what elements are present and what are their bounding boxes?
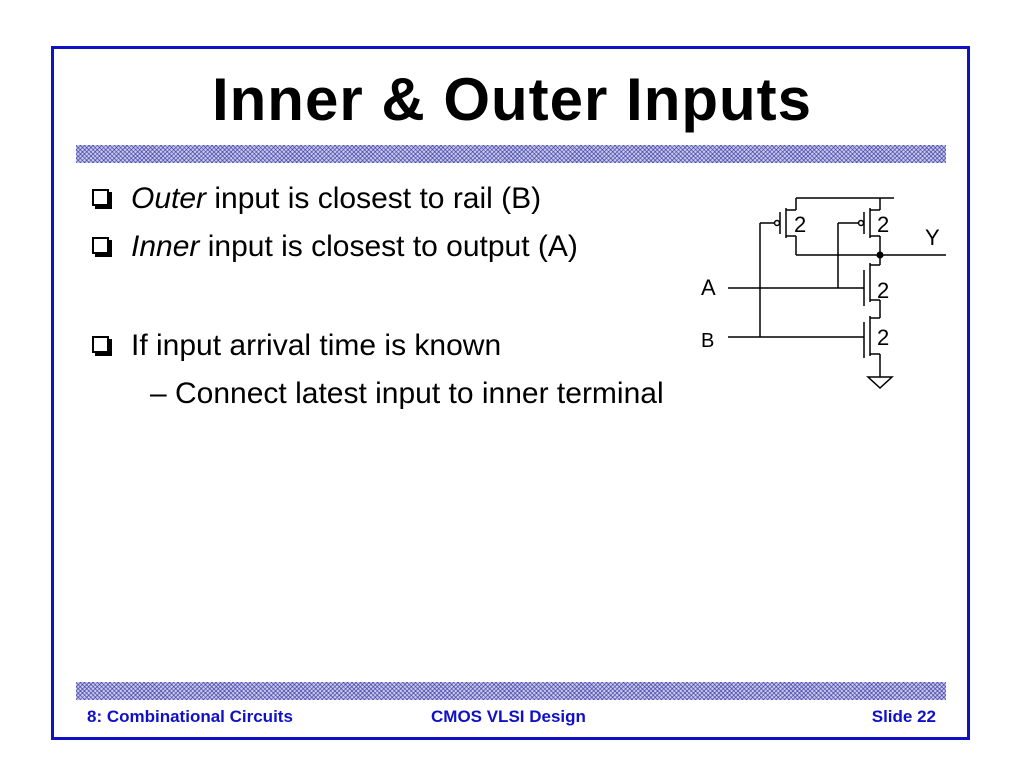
bullet-text: input is closest to output (A) [199, 230, 578, 263]
nmos-b-size-label: 2 [877, 325, 889, 350]
pmos-b-bubble [773, 219, 781, 227]
output-node-dot [876, 251, 884, 259]
input-b-label: B [701, 330, 714, 352]
sub-bullet-connect-latest: – Connect latest input to inner terminal [150, 377, 664, 410]
nmos-a-size-label: 2 [877, 278, 889, 303]
checkbox-bullet-icon [92, 335, 109, 353]
checkbox-bullet-icon [92, 236, 109, 254]
checkbox-bullet-icon [92, 188, 109, 206]
footer-course: CMOS VLSI Design [431, 707, 586, 726]
output-y-label: Y [925, 225, 940, 250]
slide-frame [51, 46, 970, 740]
bullet-outer-input: Outer input is closest to rail (B) [92, 181, 541, 217]
bottom-divider-band [76, 682, 946, 700]
slide-title: Inner & Outer Inputs [211, 66, 813, 133]
pmos-a-size-label: 2 [877, 212, 889, 237]
nand-gate-schematic: 2 2 2 2 Y A B [701, 197, 946, 390]
bullet-emphasis: Inner [131, 230, 200, 263]
bullet-emphasis: Outer [131, 182, 207, 215]
bullet-text: input is closest to rail (B) [206, 182, 542, 215]
top-divider-band [76, 145, 946, 163]
ground-icon [866, 376, 894, 390]
pmos-a-bubble [857, 219, 865, 227]
bullet-text: If input arrival time is known [131, 329, 502, 362]
footer-slide-number: Slide 22 [871, 707, 936, 726]
input-a-label: A [701, 275, 716, 300]
bullet-arrival-time: If input arrival time is known [92, 328, 501, 364]
pmos-b-size-label: 2 [794, 212, 806, 237]
footer-chapter: 8: Combinational Circuits [87, 707, 293, 726]
bullet-inner-input: Inner input is closest to output (A) [92, 229, 578, 265]
